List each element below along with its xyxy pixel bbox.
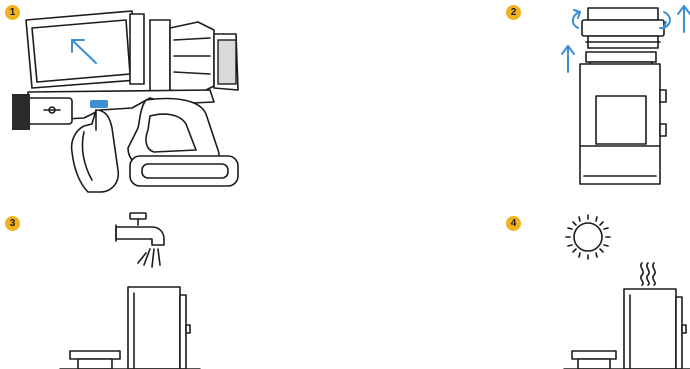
hand <box>72 110 119 192</box>
step-2-panel: 2 <box>500 0 690 195</box>
sun-icon <box>566 215 610 259</box>
cyclone-unit <box>580 52 666 184</box>
water-stream <box>138 249 160 267</box>
step-4-illustration <box>500 205 690 369</box>
water-tap-icon <box>116 213 164 245</box>
step-3-illustration <box>0 205 300 369</box>
open-dust-bin-lid <box>26 11 144 88</box>
cyclone-unit-dry <box>624 289 686 369</box>
step-1-panel: 1 <box>0 0 300 195</box>
heat-waves-icon <box>641 263 655 285</box>
brush-attachment <box>12 94 72 130</box>
step-1-illustration <box>0 0 300 195</box>
step-3-panel: 3 <box>0 205 300 369</box>
step-4-panel: 4 <box>500 205 690 369</box>
filter-cap-dry <box>572 351 616 369</box>
release-button <box>90 100 108 108</box>
step-2-illustration <box>500 0 690 195</box>
filter-cap <box>582 8 664 48</box>
filter-cap-rinse <box>70 351 120 369</box>
cyclone-unit-rinse <box>128 287 190 369</box>
motor-housing <box>150 20 238 98</box>
